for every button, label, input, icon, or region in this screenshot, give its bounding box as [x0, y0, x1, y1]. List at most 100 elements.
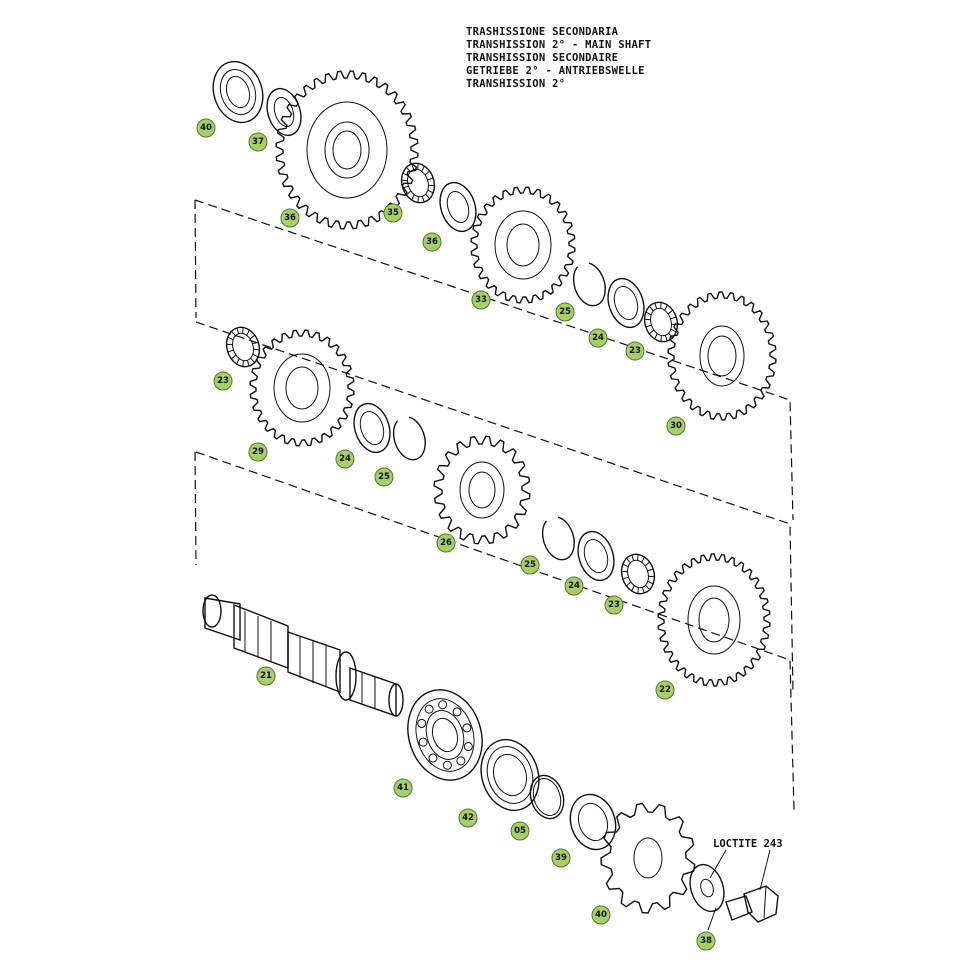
needle-roller	[411, 163, 415, 170]
ball-bearing-41	[407, 689, 483, 781]
badge-circle	[458, 808, 478, 828]
badge-label: 23	[608, 600, 620, 610]
part-number-badge: 30	[666, 416, 686, 436]
needle-roller	[660, 335, 662, 342]
needle-roller	[402, 185, 409, 189]
title-line: TRANSHISSION SECONDAIRE	[466, 52, 619, 64]
needle-roller	[253, 348, 260, 351]
needle-roller	[622, 576, 629, 580]
needle-roller	[641, 556, 645, 563]
gear-26	[433, 435, 531, 545]
badge-label: 39	[555, 853, 567, 863]
part-number-badge: 36	[280, 208, 300, 228]
badge-label: 35	[387, 208, 399, 218]
part-number-badge: 05	[510, 821, 530, 841]
circlip-25-upper	[572, 262, 606, 307]
needle-roller	[637, 554, 639, 561]
badge-circle	[335, 449, 355, 469]
gear-29	[249, 329, 355, 447]
badge-circle	[591, 905, 611, 925]
splined-washer-24-upper	[607, 277, 645, 329]
o-ring-05	[529, 774, 565, 820]
badge-label: 25	[378, 472, 390, 482]
needle-roller	[249, 334, 256, 340]
needle-roller	[246, 360, 250, 367]
ball	[424, 704, 434, 714]
badge-label: 23	[629, 346, 641, 356]
needle-roller	[405, 190, 412, 196]
badge-label: 25	[559, 307, 571, 317]
needle-roller	[660, 302, 662, 309]
badge-label: 24	[592, 333, 604, 343]
badge-label: 26	[440, 538, 452, 548]
gear-30	[667, 291, 777, 421]
needle-roller	[421, 165, 425, 172]
title-line: TRASHISSIONE SECONDARIA	[466, 26, 619, 38]
needle-roller	[622, 563, 629, 568]
ball	[462, 723, 472, 733]
ball	[463, 742, 473, 752]
part-number-badge: 41	[393, 778, 413, 798]
needle-roller	[424, 170, 431, 176]
needle-roller	[227, 349, 234, 353]
needle-roller	[664, 335, 668, 342]
washer-37	[266, 87, 302, 137]
needle-roller	[667, 309, 674, 315]
part-number-badge: 36	[422, 232, 442, 252]
part-number-badge: 23	[625, 341, 645, 361]
ball	[452, 707, 462, 717]
washer-38	[689, 863, 725, 913]
badge-label: 23	[217, 376, 229, 386]
part-number-badge: 40	[196, 118, 216, 138]
part-number-badge: 26	[436, 533, 456, 553]
badge-circle	[604, 595, 624, 615]
badge-circle	[248, 442, 268, 462]
needle-roller	[401, 179, 408, 182]
needle-roller	[252, 341, 259, 345]
needle-roller	[645, 311, 652, 316]
ball	[428, 753, 438, 763]
part-number-badge: 22	[655, 680, 675, 700]
badge-label: 30	[670, 421, 682, 431]
gear-22	[657, 553, 771, 687]
needle-roller	[641, 587, 645, 594]
badge-label: 40	[595, 910, 607, 920]
needle-roller	[427, 177, 434, 181]
badge-circle	[383, 203, 403, 223]
part-number-badge: 33	[471, 290, 491, 310]
part-number-badge: 24	[564, 576, 584, 596]
badge-label: 22	[659, 685, 671, 695]
needle-roller	[670, 328, 677, 333]
needle-roller	[250, 357, 255, 364]
gear-outline	[657, 553, 771, 687]
part-number-badge: 29	[248, 442, 268, 462]
part-number-badge: 24	[335, 449, 355, 469]
needle-roller	[236, 358, 240, 365]
needle-roller	[625, 581, 632, 587]
alignment-guides	[194, 199, 795, 811]
washer-36	[439, 181, 477, 233]
needle-roller	[236, 327, 240, 334]
splined-washer-24-middle	[353, 402, 391, 454]
title-line: TRANSHISSION 2°	[466, 78, 566, 90]
badge-circle	[564, 576, 584, 596]
gear-outline	[470, 186, 576, 304]
gear-36	[275, 70, 419, 230]
badge-circle	[422, 232, 442, 252]
needle-roller	[621, 570, 628, 573]
circlip-25-middle	[392, 416, 426, 461]
diagram-title: TRASHISSIONE SECONDARIA TRANSHISSION 2° …	[466, 26, 651, 91]
needle-roller	[406, 166, 411, 173]
spacer-39	[569, 793, 617, 851]
needle-roller	[252, 353, 259, 358]
needle-bearing-23-upper	[643, 301, 679, 343]
ball	[456, 756, 466, 766]
needle-roller	[631, 554, 635, 561]
badge-label: 21	[260, 671, 272, 681]
needle-bearing-23-middle	[225, 326, 261, 368]
needle-roller	[417, 163, 419, 170]
needle-roller	[644, 318, 651, 321]
